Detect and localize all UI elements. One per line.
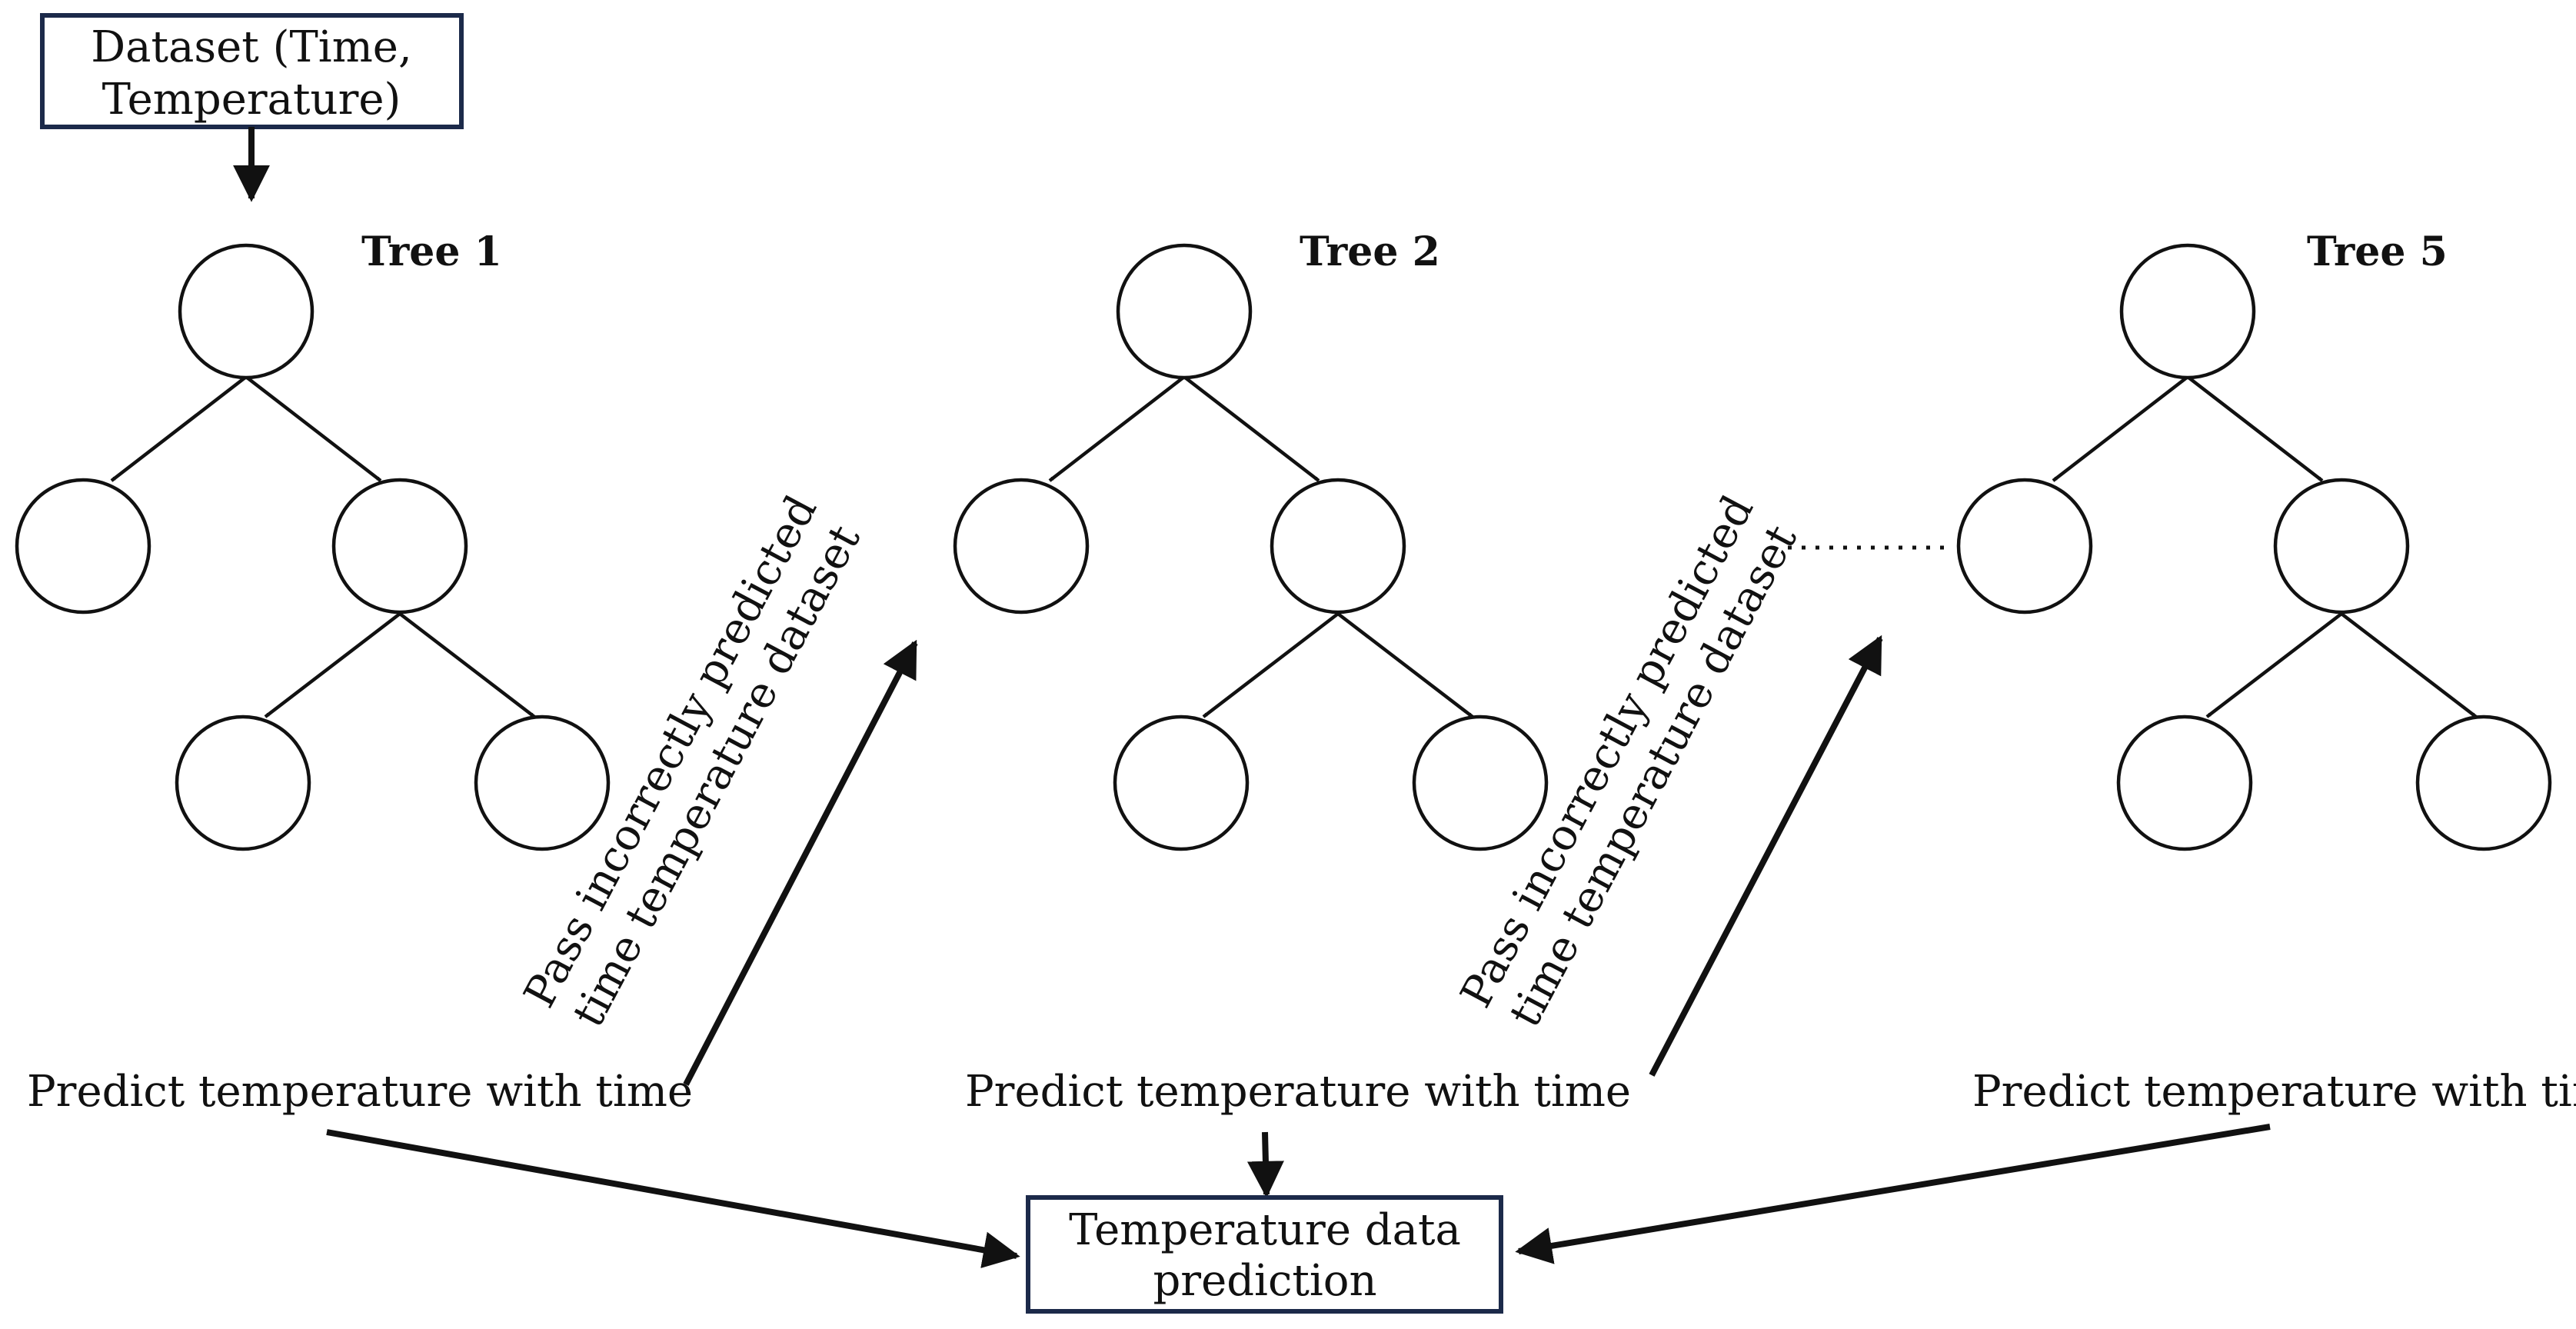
dataset-box: Dataset (Time, Temperature) (40, 13, 464, 129)
tree-1-edge (110, 375, 248, 482)
tree-5-node (2273, 478, 2410, 615)
tree-5-node (1956, 478, 2093, 615)
tree-5-leaf-node (2116, 714, 2253, 851)
tree-2-caption: Predict temperature with time (965, 1067, 1631, 1117)
tree-2-edge (1202, 612, 1340, 718)
dataset-box-line2: Temperature) (102, 75, 401, 125)
tree-1-node (331, 478, 468, 615)
pass-arrow-1 (683, 639, 918, 1086)
tree-5-edge (2205, 612, 2343, 718)
output-box-line1: Temperature data (1069, 1205, 1461, 1255)
dataset-box-line1: Dataset (Time, (91, 22, 412, 72)
tree-1-edge (245, 375, 382, 482)
tree-1-leaf-node (474, 714, 611, 851)
tree-2-node (1270, 478, 1406, 615)
tree-1-to-output-arrow (326, 1129, 1020, 1268)
output-box-line2: prediction (1153, 1256, 1376, 1306)
tree-5: Tree 5 Predict temperature with time (1956, 228, 2576, 1117)
tree-5-edge (2186, 375, 2324, 482)
tree-1-edge (264, 612, 401, 718)
tree-1-caption: Predict temperature with time (27, 1067, 693, 1117)
tree-5-title: Tree 5 (2307, 228, 2448, 275)
tree-1-leaf-node (175, 714, 311, 851)
tree-1-title: Tree 1 (361, 228, 502, 275)
tree-2-node (953, 478, 1090, 615)
output-box: Temperature data prediction (1026, 1195, 1503, 1314)
tree-1-root-node (178, 243, 315, 380)
tree-1-node (15, 478, 151, 615)
tree-2-edge (1048, 375, 1186, 482)
tree-2-title: Tree 2 (1300, 228, 1440, 275)
tree-1: Tree 1 Predict temperature with time (15, 228, 693, 1117)
tree-2-to-output-arrow (1246, 1131, 1284, 1198)
tree-2-edge (1183, 375, 1320, 482)
tree-2-edge (1336, 612, 1474, 718)
tree-5-leaf-node (2415, 714, 2552, 851)
pass-arrow-2 (1649, 635, 1883, 1077)
tree-5-caption: Predict temperature with time (1972, 1067, 2576, 1117)
tree-5-to-output-arrow (1515, 1124, 2271, 1264)
tree-5-root-node (2119, 243, 2256, 380)
tree-2-root-node (1116, 243, 1253, 380)
tree-2-leaf-node (1412, 714, 1549, 851)
tree-2-leaf-node (1113, 714, 1250, 851)
tree-1-edge (398, 612, 536, 718)
tree-5-edge (2052, 375, 2189, 482)
tree-5-edge (2340, 612, 2478, 718)
tree-2: Tree 2 Predict temperature with time (953, 228, 1631, 1117)
